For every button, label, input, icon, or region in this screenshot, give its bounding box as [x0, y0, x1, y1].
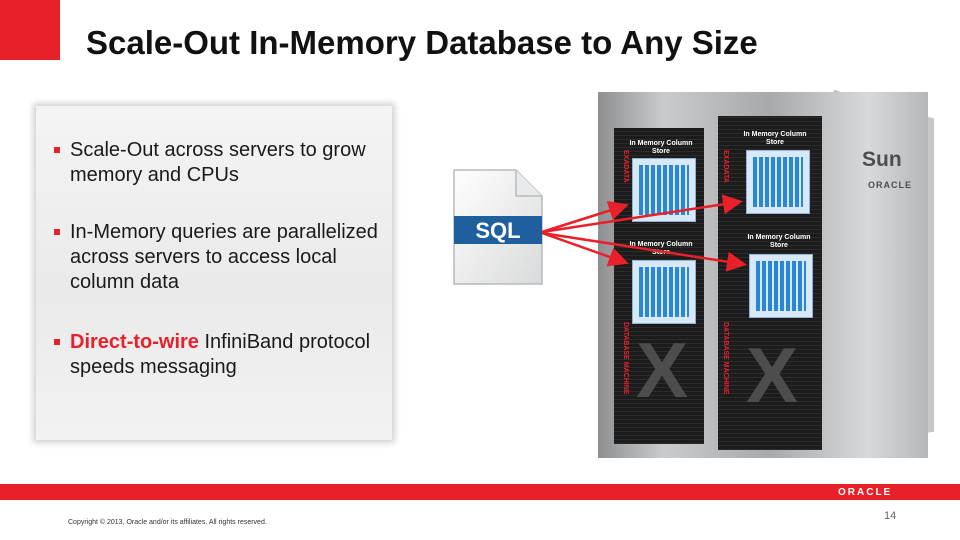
arrow-to-store-3 — [541, 231, 629, 267]
bullet-rest: InfiniBand protocol speeds messaging — [70, 331, 371, 378]
bullet-square-icon — [54, 229, 60, 235]
footer-bar — [0, 484, 960, 500]
arrow-to-store-4 — [541, 231, 747, 272]
column-store-icon — [746, 150, 810, 214]
bullet-panel: Scale-Out across servers to grow memory … — [36, 106, 392, 440]
oracle-logo: ORACLE — [838, 487, 893, 498]
column-store-icon — [632, 260, 696, 324]
bullet-text: Scale-Out across servers to grow memory … — [70, 139, 366, 186]
bullet-item: Scale-Out across servers to grow memory … — [54, 138, 382, 188]
corner-accent-square — [0, 0, 60, 60]
database-machine-label-right: DATABASE MACHINE — [722, 322, 729, 395]
x-mark-left: X — [636, 326, 689, 414]
arrow-to-store-2 — [541, 194, 743, 234]
sun-logo: Sun — [862, 148, 902, 171]
bullet-square-icon — [54, 339, 60, 345]
bullet-text: In-Memory queries are parallelized acros… — [70, 221, 378, 293]
bullet-item: Direct-to-wire InfiniBand protocol speed… — [54, 330, 382, 380]
bullet-item: In-Memory queries are parallelized acros… — [54, 220, 382, 295]
slide-title: Scale-Out In-Memory Database to Any Size — [86, 24, 758, 61]
column-store-label: In Memory Column Store — [747, 234, 811, 249]
arrow-to-store-1 — [541, 201, 629, 234]
rack-oracle-logo: ORACLE — [868, 180, 912, 190]
column-store-label: In Memory Column Store — [743, 131, 807, 146]
column-store-icon — [749, 254, 813, 318]
bullet-square-icon — [54, 147, 60, 153]
database-machine-label-left: DATABASE MACHINE — [622, 322, 629, 395]
bullet-text: Direct-to-wire InfiniBand protocol speed… — [70, 330, 382, 380]
page-number: 14 — [884, 510, 897, 522]
exadata-label-left: EXADATA — [622, 150, 629, 183]
copyright-notice: Copyright © 2013, Oracle and/or its affi… — [68, 519, 267, 526]
x-mark-right: X — [746, 331, 799, 419]
column-store-icon — [632, 158, 696, 222]
sql-label: SQL — [475, 218, 520, 243]
exadata-label-right: EXADATA — [722, 150, 729, 183]
sql-document-icon: SQL — [453, 169, 543, 285]
bullet-highlight: Direct-to-wire — [70, 331, 199, 353]
column-store-label: In Memory Column Store — [629, 140, 693, 155]
